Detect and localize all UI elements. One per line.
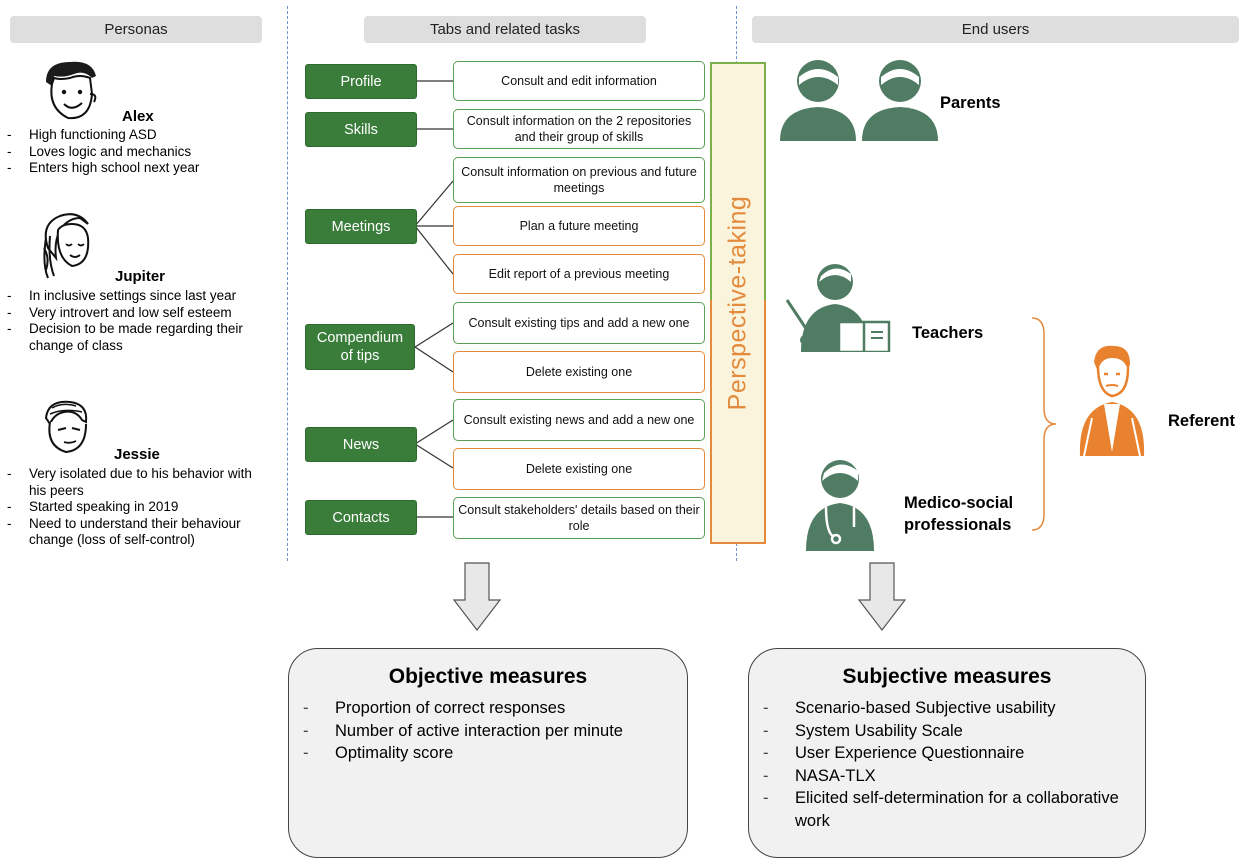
parents-icon [780,60,938,141]
referent-icon [1079,345,1145,456]
referent-bracket [1031,317,1057,531]
list-item: Elicited self-determination for a collab… [763,787,1145,832]
list-item: Started speaking in 2019 [5,499,267,516]
list-item: Enters high school next year [5,160,267,177]
persona-name-jupiter: Jupiter [115,268,166,285]
header-tabs: Tabs and related tasks [364,16,646,43]
tab-news[interactable]: News [305,427,417,462]
tab-contacts[interactable]: Contacts [305,500,417,535]
objective-measures-list: Proportion of correct responses Number o… [289,697,687,765]
label-medico-social: Medico-social professionals [904,494,1014,534]
tab-skills[interactable]: Skills [305,112,417,147]
arrow-down-icon [857,562,907,631]
perspective-taking-label: Perspective-taking [723,195,752,411]
persona-name-alex: Alex [122,108,154,125]
label-referent: Referent [1168,412,1235,430]
jupiter-traits: In inclusive settings since last year Ve… [5,288,267,354]
list-item: Scenario-based Subjective usability [763,697,1145,720]
task-skills-consult[interactable]: Consult information on the 2 repositorie… [453,109,705,149]
subjective-measures-box: Subjective measures Scenario-based Subje… [748,648,1146,858]
task-meetings-consult[interactable]: Consult information on previous and futu… [453,157,705,203]
header-personas: Personas [10,16,262,43]
teacher-icon [785,264,891,352]
label-teachers: Teachers [912,324,984,342]
medico-social-icon [806,460,874,551]
list-item: Need to understand their behaviour chang… [5,516,267,549]
tab-compendium-of-tips[interactable]: Compendium of tips [305,324,415,370]
list-item: High functioning ASD [5,127,267,144]
list-item: Decision to be made regarding their chan… [5,321,267,354]
label-parents: Parents [940,94,1001,112]
subjective-measures-title: Subjective measures [842,665,1052,688]
arrow-down-icon [452,562,502,631]
list-item: System Usability Scale [763,720,1145,743]
tab-meetings[interactable]: Meetings [305,209,417,244]
objective-measures-title: Objective measures [388,665,588,688]
alex-avatar-icon [46,61,97,120]
task-news-consult-add[interactable]: Consult existing news and add a new one [453,399,705,441]
jupiter-avatar-icon [43,213,90,279]
objective-measures-box: Objective measures Proportion of correct… [288,648,688,858]
list-item: Very introvert and low self esteem [5,305,267,322]
alex-traits: High functioning ASD Loves logic and mec… [5,127,267,177]
task-profile-consult[interactable]: Consult and edit information [453,61,705,101]
list-item: In inclusive settings since last year [5,288,267,305]
task-meetings-edit-report[interactable]: Edit report of a previous meeting [453,254,705,294]
jessie-traits: Very isolated due to his behavior with h… [5,466,267,549]
list-item: NASA-TLX [763,765,1145,788]
task-contacts-consult[interactable]: Consult stakeholders' details based on t… [453,497,705,539]
separator-left [287,6,288,561]
persona-name-jessie: Jessie [114,446,160,463]
task-news-delete[interactable]: Delete existing one [453,448,705,490]
task-tips-consult-add[interactable]: Consult existing tips and add a new one [453,302,705,344]
list-item: Loves logic and mechanics [5,144,267,161]
task-meetings-plan[interactable]: Plan a future meeting [453,206,705,246]
list-item: User Experience Questionnaire [763,742,1145,765]
task-tips-delete[interactable]: Delete existing one [453,351,705,393]
jessie-avatar-icon [44,400,88,454]
list-item: Optimality score [303,742,687,765]
list-item: Very isolated due to his behavior with h… [5,466,267,499]
subjective-measures-list: Scenario-based Subjective usability Syst… [749,697,1145,832]
list-item: Proportion of correct responses [303,697,687,720]
list-item: Number of active interaction per minute [303,720,687,743]
header-end-users: End users [752,16,1239,43]
perspective-taking-bar: Perspective-taking [710,62,766,544]
tab-profile[interactable]: Profile [305,64,417,99]
